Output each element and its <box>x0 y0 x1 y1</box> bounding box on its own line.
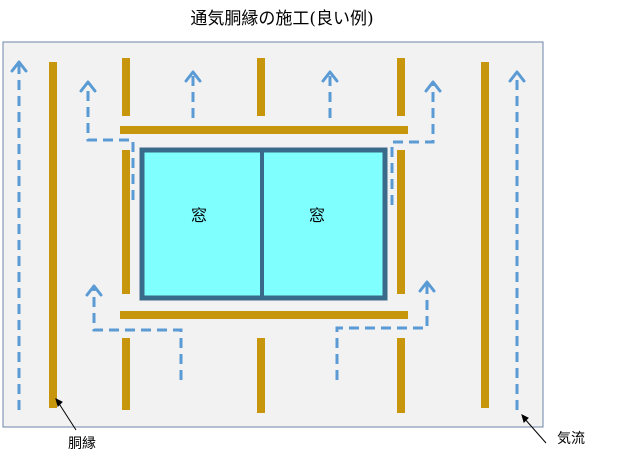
furring-strips <box>49 58 489 413</box>
airflow-leader-line <box>523 417 547 444</box>
window-label-right: 窓 <box>309 206 325 225</box>
arrowhead-left-outer <box>10 60 28 73</box>
airflow-leader-arrow <box>521 414 529 423</box>
airflow-bottom-right-bypass <box>335 282 429 380</box>
airflow-bottom-left-bypass <box>92 286 183 380</box>
arrowhead-top-left-bypass <box>79 80 97 93</box>
airflow-top-right-bypass <box>390 82 435 205</box>
furring-callout-label: 胴縁 <box>68 436 96 452</box>
furring-strip-side-right <box>397 150 405 294</box>
furring-strip-side-left <box>122 150 130 294</box>
furring-strip-top-1 <box>122 58 130 116</box>
airflow-paths <box>17 62 519 410</box>
arrowhead-bottom-right-bypass <box>418 280 436 293</box>
furring-strip-horizontal-bottom <box>120 311 408 319</box>
furring-strip-bottom-1 <box>122 338 130 410</box>
arrowhead-bottom-left-bypass <box>85 284 103 297</box>
callout-leaders <box>55 398 547 444</box>
arrowhead-top-center-right <box>321 70 339 83</box>
furring-strip-left-outer <box>49 62 57 408</box>
furring-strip-bottom-3 <box>397 338 405 413</box>
window: 窓 窓 <box>139 147 388 301</box>
diagram-title: 通気胴縁の施工(良い例) <box>190 9 373 29</box>
airflow-top-left-bypass <box>86 82 135 200</box>
furring-leader-arrow <box>55 398 63 407</box>
arrowhead-right-outer <box>508 70 526 83</box>
arrowhead-top-right-bypass <box>424 80 442 93</box>
furring-strip-right-outer <box>481 62 489 408</box>
furring-strip-horizontal-top <box>120 126 408 134</box>
furring-leader-line <box>57 401 77 431</box>
furring-strip-bottom-2 <box>257 338 265 413</box>
furring-strip-top-3 <box>397 58 405 116</box>
arrowhead-top-center-left <box>184 70 202 83</box>
window-label-left: 窓 <box>191 206 207 225</box>
airflow-arrowheads <box>10 60 526 297</box>
airflow-callout-label: 気流 <box>557 431 585 447</box>
furring-strip-top-2 <box>257 58 265 116</box>
